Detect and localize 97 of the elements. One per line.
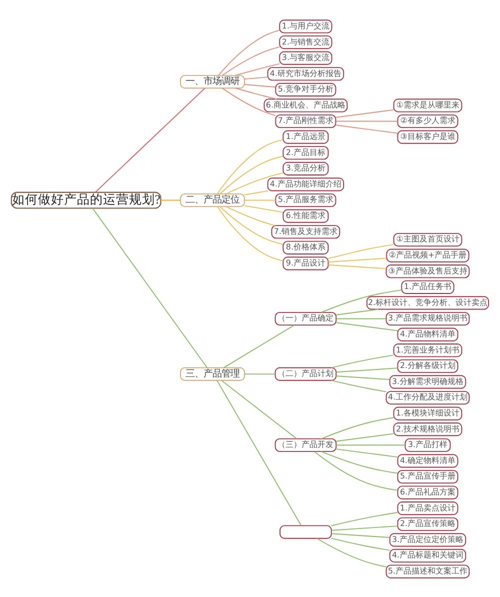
- node-box: ①需求是从哪里来: [393, 98, 462, 112]
- connector: [328, 244, 394, 258]
- node-box: [280, 524, 332, 538]
- node-box: 6.产品礼品方案: [397, 485, 458, 499]
- node-box: ③产品体验及售后支持: [386, 264, 470, 278]
- node-box: 3.产品打样: [404, 438, 451, 452]
- node-box: ②产品视频+产品手册: [386, 248, 470, 262]
- connector: [221, 380, 298, 439]
- node-box: ②有多少人需求: [397, 114, 458, 128]
- node-box: 1.与用户交流: [279, 19, 332, 33]
- connector: [320, 416, 394, 439]
- node-box: 如何做好产品的运营规划?: [10, 191, 162, 208]
- node-box: 7.产品刚性需求: [275, 114, 336, 128]
- node-box: 8.价格体系: [282, 240, 329, 254]
- connector: [331, 379, 387, 392]
- node-box: 4.工作分配及进度计划: [386, 390, 470, 404]
- connector: [222, 87, 276, 116]
- node-box: 7.销售及支持需求: [271, 224, 340, 238]
- node-box: 2.产品宣传策略: [397, 516, 458, 530]
- connector: [244, 199, 276, 200]
- node-box: 2.产品目标: [282, 146, 329, 160]
- connector: [335, 124, 398, 134]
- connector: [336, 318, 387, 319]
- connector: [335, 108, 394, 118]
- node-box: 3.与客服交流: [279, 50, 332, 64]
- node-box: 4.研究市场分析报告: [267, 66, 344, 80]
- connector: [336, 432, 394, 442]
- connector: [336, 375, 390, 380]
- connector: [330, 525, 398, 530]
- node-box: 4.产品标题和关键词: [389, 548, 466, 562]
- node-box: 二、产品定位: [180, 192, 245, 207]
- node-box: 2.标杆设计、竞争分析、设计卖点: [366, 296, 490, 310]
- connector: [216, 206, 284, 261]
- connector: [216, 138, 284, 194]
- node-box: 9.产品设计: [282, 256, 329, 270]
- connector: [234, 62, 280, 76]
- connector: [234, 87, 278, 100]
- connector: [320, 289, 402, 312]
- connector: [222, 46, 280, 76]
- node-box: 3.竞品分析: [282, 161, 329, 175]
- connector: [330, 512, 398, 526]
- node-box: 5.竞争对手分析: [275, 82, 336, 96]
- connector: [226, 206, 276, 226]
- node-box: 4.产品功能详细介绍: [267, 177, 344, 191]
- connector: [330, 532, 390, 538]
- node-box: 6.性能需求: [282, 208, 329, 222]
- node-box: 2.技术规格说明书: [393, 422, 462, 436]
- connector: [218, 29, 280, 76]
- connector: [336, 308, 379, 315]
- connector: [336, 444, 406, 446]
- node-box: 1.产品远景: [282, 130, 329, 144]
- connector: [320, 450, 398, 474]
- connector: [223, 324, 295, 368]
- node-box: （三）产品开发: [274, 438, 337, 452]
- node-box: 2.与销售交流: [279, 34, 332, 49]
- node-box: 5.产品描述和文案工作: [386, 564, 470, 578]
- connector: [336, 448, 398, 458]
- connector: [314, 450, 398, 490]
- node-box: 5.产品宣传手册: [397, 469, 458, 484]
- connector: [328, 264, 387, 269]
- connector: [336, 322, 398, 331]
- node-box: 三、产品管理: [180, 366, 245, 380]
- connector: [330, 537, 390, 550]
- connector: [244, 373, 276, 374]
- node-box: 1.完善业务计划书: [393, 343, 462, 357]
- connector: [244, 76, 268, 80]
- node-box: （二）产品计划: [274, 366, 337, 380]
- node-box: 2.分解各级计划: [397, 358, 458, 372]
- connector: [92, 207, 208, 368]
- connector: [244, 190, 269, 195]
- connector: [316, 537, 387, 567]
- connector: [94, 87, 206, 192]
- node-box: ①主图及首页设计: [393, 232, 462, 246]
- connector: [328, 257, 387, 262]
- node-box: 1.各模块详细设计: [393, 406, 462, 420]
- node-box: 3.产品定位定价策略: [389, 532, 466, 546]
- connector: [219, 206, 284, 244]
- connector: [226, 172, 284, 194]
- connector: [244, 84, 276, 88]
- connector: [335, 120, 398, 122]
- connector: [336, 367, 398, 372]
- node-box: 3.分解需求明确规格: [389, 374, 466, 388]
- node-box: 4.确定物料清单: [397, 454, 458, 468]
- connector: [219, 155, 284, 194]
- node-box: 1.产品任务书: [401, 280, 454, 294]
- node-box: ③目标客户是谁: [397, 130, 458, 144]
- node-box: 6.商业机会、产品战略: [264, 98, 348, 112]
- node-box: 4.产品物料清单: [397, 327, 458, 341]
- connector: [331, 354, 394, 368]
- node-box: 3.产品需求规格说明书: [386, 311, 470, 326]
- node-box: 1.产品卖点设计: [397, 501, 458, 515]
- node-box: 5.产品服务需求: [275, 192, 336, 207]
- node-box: （一）产品确定: [274, 311, 337, 326]
- node-box: 一、市场调研: [180, 74, 245, 88]
- connector: [216, 379, 302, 526]
- connector: [244, 204, 284, 212]
- connector: [160, 199, 181, 200]
